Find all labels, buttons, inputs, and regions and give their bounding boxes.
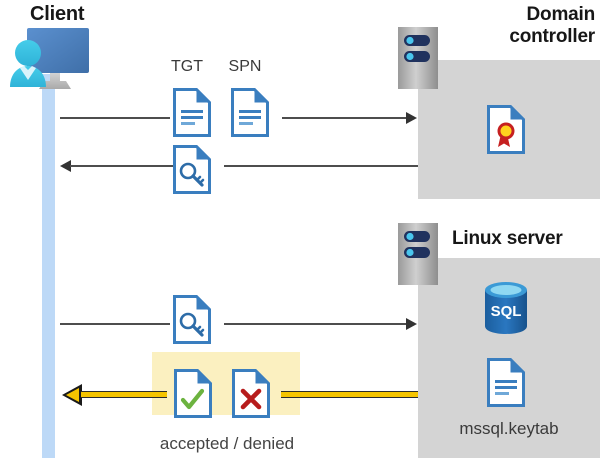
flow-request-line-left	[60, 117, 170, 119]
client-title: Client	[30, 3, 85, 25]
client-lifeline	[42, 74, 55, 458]
flow-present-line-right	[224, 323, 406, 325]
flow-ticket-line-right	[224, 165, 418, 167]
tgt-label: TGT	[171, 58, 203, 75]
key-document-icon	[173, 145, 211, 194]
denied-document-icon	[232, 369, 270, 418]
auth-result-line-right	[281, 391, 418, 398]
flow-present-arrowhead	[406, 318, 417, 330]
client-computer-icon	[6, 25, 98, 93]
domain-controller-title-line2: controller	[509, 26, 595, 47]
server-rack-icon	[398, 27, 438, 89]
certificate-document-icon	[487, 105, 525, 154]
auth-result-line-left	[81, 391, 167, 398]
sql-database-icon: SQL	[482, 281, 530, 335]
auth-result-arrowhead-fill	[66, 388, 79, 402]
flow-request-arrowhead	[406, 112, 417, 124]
auth-result-caption: accepted / denied	[159, 434, 295, 453]
flow-present-line-left	[60, 323, 170, 325]
flow-request-line-right	[282, 117, 406, 119]
tgt-document-icon	[173, 88, 211, 137]
domain-controller-title: Domain controller	[440, 4, 595, 48]
svg-text:SQL: SQL	[491, 303, 522, 320]
linux-server-title: Linux server	[452, 228, 563, 249]
spn-document-icon	[231, 88, 269, 137]
key-document-icon	[173, 295, 211, 344]
keytab-document-icon	[487, 358, 525, 407]
flow-ticket-line-left	[70, 165, 173, 167]
accepted-document-icon	[174, 369, 212, 418]
domain-controller-title-line1: Domain	[526, 4, 596, 25]
server-rack-icon	[398, 223, 438, 285]
keytab-file-label: mssql.keytab	[459, 419, 559, 438]
spn-label: SPN	[228, 58, 262, 75]
flow-ticket-arrowhead	[60, 160, 71, 172]
